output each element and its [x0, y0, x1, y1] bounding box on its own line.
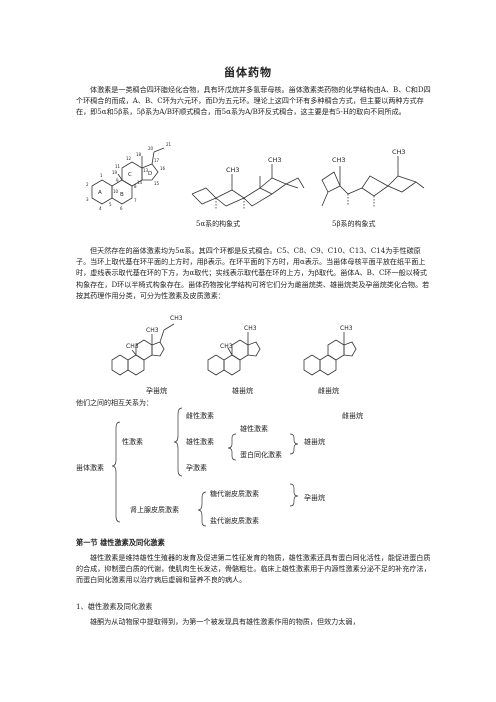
- tree-estrogen: 雌性激素: [186, 412, 214, 420]
- atom-1: 1: [100, 173, 103, 178]
- androstane-methyl-label-1: CH3: [220, 343, 233, 350]
- tree-glucocorticoid: 糖代谢皮质激素: [210, 490, 259, 498]
- atom-2: 2: [86, 182, 89, 187]
- atom-10: 10: [113, 189, 119, 194]
- relation-intro: 他们之间的相互关系为：: [76, 399, 153, 407]
- atom-13: 13: [143, 168, 149, 173]
- tree-androgen-group: 雄性激素: [186, 438, 214, 446]
- atom-19: 19: [112, 170, 118, 175]
- androstane-methyl-label-2: CH3: [244, 325, 257, 332]
- atom-4: 4: [99, 206, 102, 211]
- pregnane-methyl-label-3: CH3: [170, 315, 183, 322]
- subsection-heading: 1、雄性激素及同化激素: [76, 602, 153, 611]
- alpha-methyl-label-1: CH3: [226, 166, 240, 174]
- beta-methyl-label-1: CH3: [332, 156, 346, 164]
- page-title: 甾体药物: [224, 66, 272, 79]
- tree-mineralocorticoid: 盐代谢皮质激素: [210, 517, 259, 525]
- beta-methyl-label-2: CH3: [392, 148, 406, 156]
- beta-conformation-diagram: CH3 CH3: [321, 148, 425, 208]
- ring-label-a: A: [98, 190, 102, 196]
- atom-17: 17: [154, 158, 160, 163]
- atom-9: 9: [116, 178, 119, 183]
- alpha-methyl-label-2: CH3: [268, 156, 282, 164]
- atom-15: 15: [154, 181, 160, 186]
- atom-8: 8: [134, 184, 137, 189]
- atom-20: 20: [148, 146, 154, 151]
- atom-5: 5: [109, 202, 112, 207]
- atom-11: 11: [115, 164, 121, 169]
- tree-root: 甾体激素: [76, 464, 104, 472]
- atom-16: 16: [160, 166, 166, 171]
- ring-label-c: C: [128, 172, 132, 178]
- atom-12: 12: [126, 156, 132, 161]
- conformation-paragraph: 但天然存在的甾体激素均为5α系。其四个环都是反式稠合。C5、C8、C9、C10、…: [76, 246, 430, 300]
- tree-progestin: 孕激素: [186, 464, 207, 472]
- tree-corticosteroid: 肾上腺皮质激素: [130, 506, 179, 514]
- tree-pregnane: 孕甾烷: [304, 494, 325, 502]
- atom-7: 7: [134, 198, 137, 203]
- pregnane-methyl-label-1: CH3: [126, 343, 139, 350]
- tree-protein-hormone: 蛋白同化激素: [240, 451, 282, 459]
- atom-18: 18: [136, 152, 142, 157]
- atom-14: 14: [137, 180, 143, 185]
- tree-braces: [112, 407, 299, 527]
- atom-6: 6: [120, 206, 123, 211]
- tree-sex-hormone: 性激素: [122, 438, 143, 446]
- alpha-conformation-diagram: CH3 CH3: [191, 156, 305, 210]
- androstane-name: 雄甾烷: [232, 387, 253, 395]
- beta-caption: 5β系的构象式: [332, 220, 376, 228]
- estrane-name: 雌甾烷: [318, 387, 339, 395]
- parent-structures-diagram: CH3 CH3 CH3 CH3 CH3 CH3: [111, 315, 357, 376]
- intro-paragraph: 体激素是一类稠合四环脂烃化合物，具有环戊烷并多氢菲母核。甾体激素类药物的化学结构…: [76, 85, 431, 117]
- atom-21: 21: [166, 142, 172, 147]
- section-heading: 第一节 雄性激素及同化激素: [76, 538, 165, 547]
- pregnane-methyl-label-2: CH3: [146, 327, 159, 334]
- tree-estrane: 雌甾烷: [342, 412, 363, 420]
- ring-label-b: B: [120, 192, 124, 198]
- estrane-methyl-label: CH3: [340, 325, 353, 332]
- pregnane-name: 孕甾烷: [146, 387, 167, 395]
- androsterone-paragraph: 雄酮为从动物尿中提取得到，为第一个被发现具有雄性激素作用的物质，但效力太弱，: [90, 617, 360, 626]
- tree-androgen: 雄性激素: [240, 425, 268, 433]
- atom-3: 3: [86, 197, 89, 202]
- androgen-paragraph: 雄性激素是维持雄性生殖器的发育及促进第二性征发育的物质，雄性激素还具有蛋白同化活…: [76, 553, 431, 585]
- tree-androstane: 雄甾烷: [304, 438, 325, 446]
- steroid-skeleton-diagram: A B C D 1 2 3 4 5 6 7 8 9 10 11 12 13 14…: [86, 142, 172, 211]
- ring-label-d: D: [148, 171, 152, 177]
- alpha-caption: 5α系的构象式: [196, 220, 241, 228]
